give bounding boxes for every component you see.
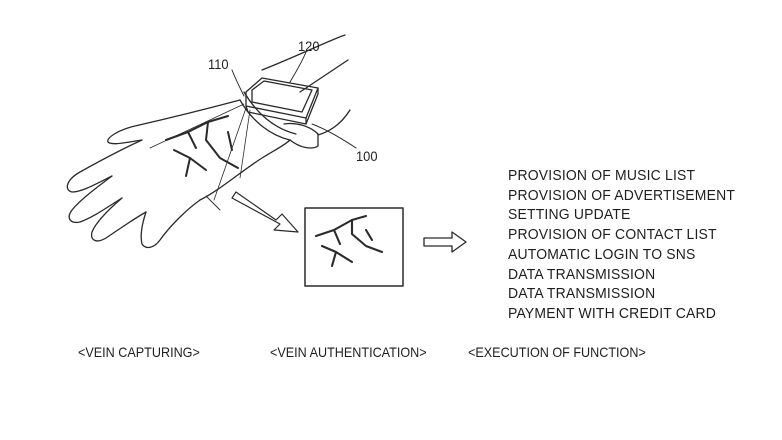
- right-arrow: [423, 231, 467, 253]
- hand-outline: [66, 99, 291, 249]
- capture-beam: [149, 103, 251, 201]
- function-item: DATA TRANSMISSION: [508, 265, 656, 283]
- function-list: PROVISION OF MUSIC LIST PROVISION OF ADV…: [508, 166, 752, 324]
- caption-vein-capturing: <VEIN CAPTURING>: [78, 344, 200, 360]
- function-item: AUTOMATIC LOGIN TO SNS: [508, 245, 696, 263]
- ref-label-100: 100: [356, 148, 378, 164]
- authentication-frame: [304, 207, 404, 287]
- function-item: PROVISION OF ADVERTISEMENT: [508, 186, 736, 204]
- vein-pattern: [314, 214, 384, 268]
- ref-label-120: 120: [298, 38, 320, 54]
- reference-leaders: [231, 51, 357, 149]
- diagonal-arrow: [231, 191, 299, 233]
- function-item: PROVISION OF MUSIC LIST: [508, 167, 696, 184]
- hand-veins: [165, 115, 239, 177]
- function-item: SETTING UPDATE: [508, 206, 631, 224]
- function-item: PAYMENT WITH CREDIT CARD: [508, 304, 717, 322]
- ref-label-110: 110: [208, 56, 229, 72]
- watch-band: [239, 91, 319, 149]
- smart-watch: [245, 77, 319, 125]
- caption-execution-of-function: <EXECUTION OF FUNCTION>: [468, 344, 646, 360]
- function-item: DATA TRANSMISSION: [508, 285, 656, 303]
- caption-vein-authentication: <VEIN AUTHENTICATION>: [270, 344, 427, 360]
- function-item: PROVISION OF CONTACT LIST: [508, 226, 717, 244]
